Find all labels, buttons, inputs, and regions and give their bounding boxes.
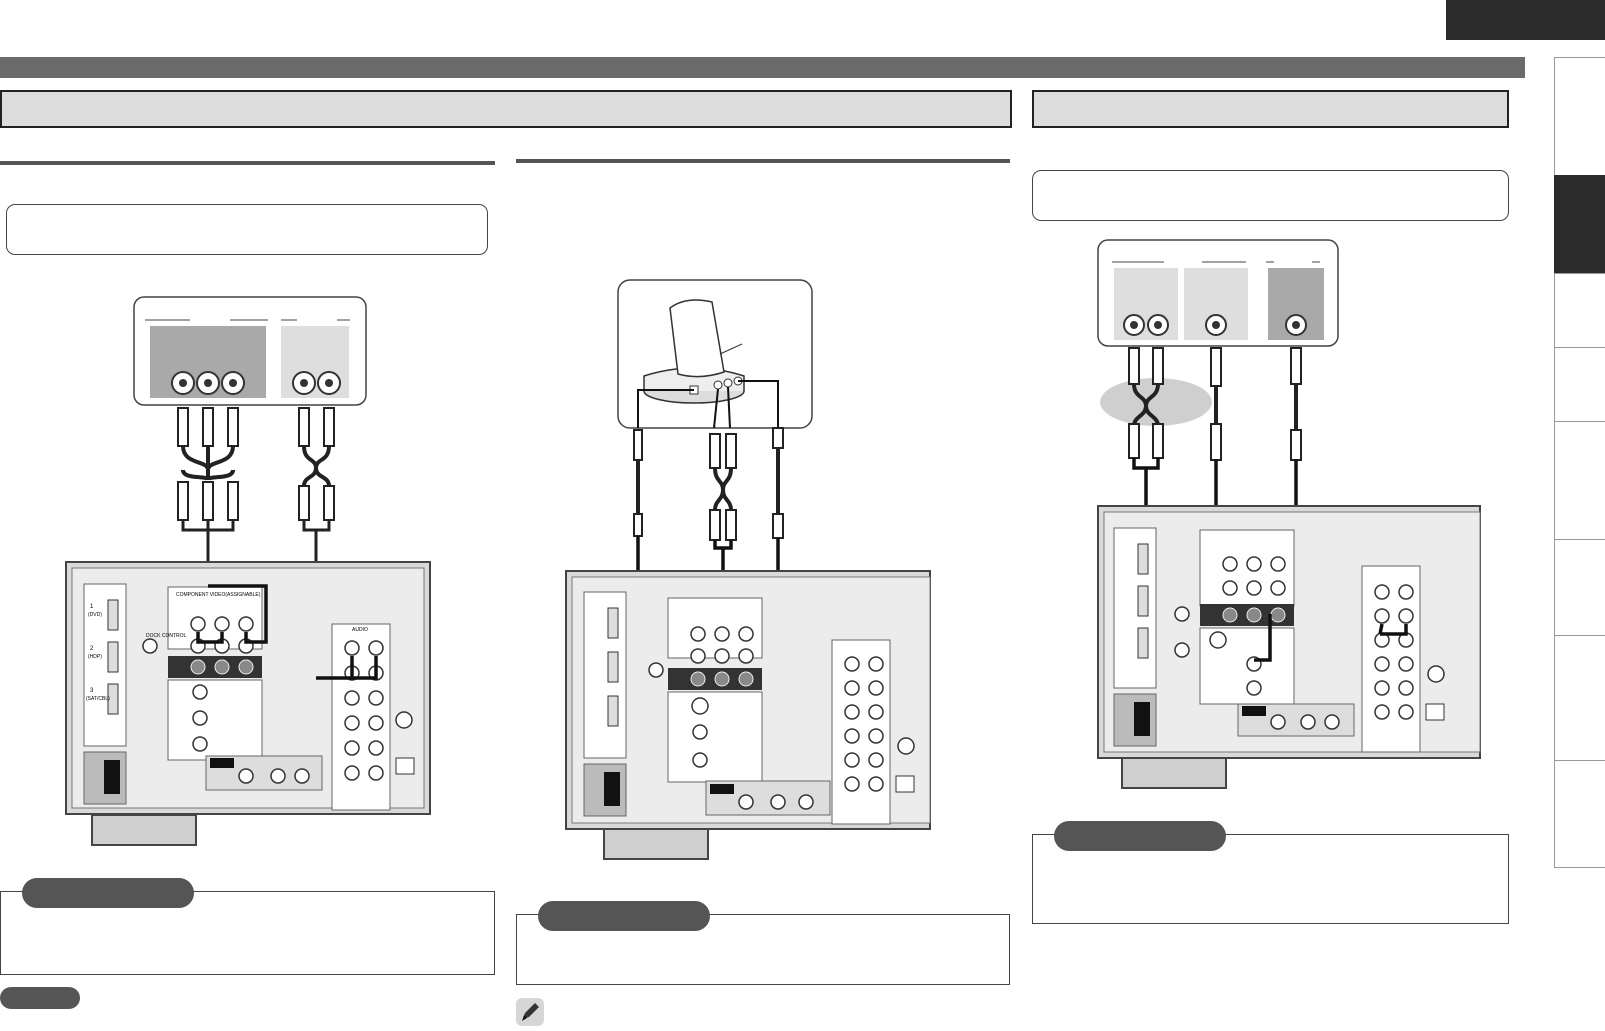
subsection-rule-2 <box>516 159 1010 163</box>
svg-text:(DVD): (DVD) <box>88 612 102 618</box>
note-pill-2 <box>538 901 710 931</box>
corner-tab <box>1446 0 1605 40</box>
diagram-satcbl-connection <box>1097 239 1481 789</box>
svg-text:(SAT/CBL): (SAT/CBL) <box>86 696 110 702</box>
svg-text:2: 2 <box>90 646 94 652</box>
diagram-component-connection: 1 (DVD) 2 (HDP) 3 (SAT/CBL) COMPONENT VIDEO… <box>65 296 431 846</box>
section-header-left <box>0 90 1012 128</box>
side-tab-5[interactable] <box>1554 421 1605 539</box>
component-video-label: COMPONENT VIDEO(ASSIGNABLE) <box>176 592 261 598</box>
section-header-right <box>1032 90 1509 128</box>
note-pill-small <box>0 987 80 1009</box>
side-tab-6[interactable] <box>1554 539 1605 635</box>
side-tab-4[interactable] <box>1554 347 1605 421</box>
dock-control-label: DOCK CONTROL <box>146 633 187 639</box>
note-pill-3 <box>1054 821 1226 851</box>
svg-text:3: 3 <box>90 688 94 694</box>
info-box-3 <box>1032 170 1509 221</box>
side-tab-1[interactable] <box>1554 57 1605 175</box>
svg-text:1: 1 <box>90 604 94 610</box>
svg-text:(HDP): (HDP) <box>88 654 102 660</box>
diagram-ipod-connection <box>565 279 931 860</box>
top-header-bar <box>0 57 1525 78</box>
subsection-rule-1 <box>0 161 495 165</box>
side-tab-3[interactable] <box>1554 273 1605 347</box>
side-tab-7[interactable] <box>1554 635 1605 760</box>
audio-label: AUDIO <box>352 627 368 633</box>
ipod-dock-icon <box>643 299 745 404</box>
side-tab-8[interactable] <box>1554 760 1605 868</box>
info-box-1 <box>6 204 488 255</box>
note-pill-1 <box>22 878 194 908</box>
pencil-icon <box>516 998 544 1026</box>
side-tab-2-active[interactable] <box>1554 175 1605 273</box>
